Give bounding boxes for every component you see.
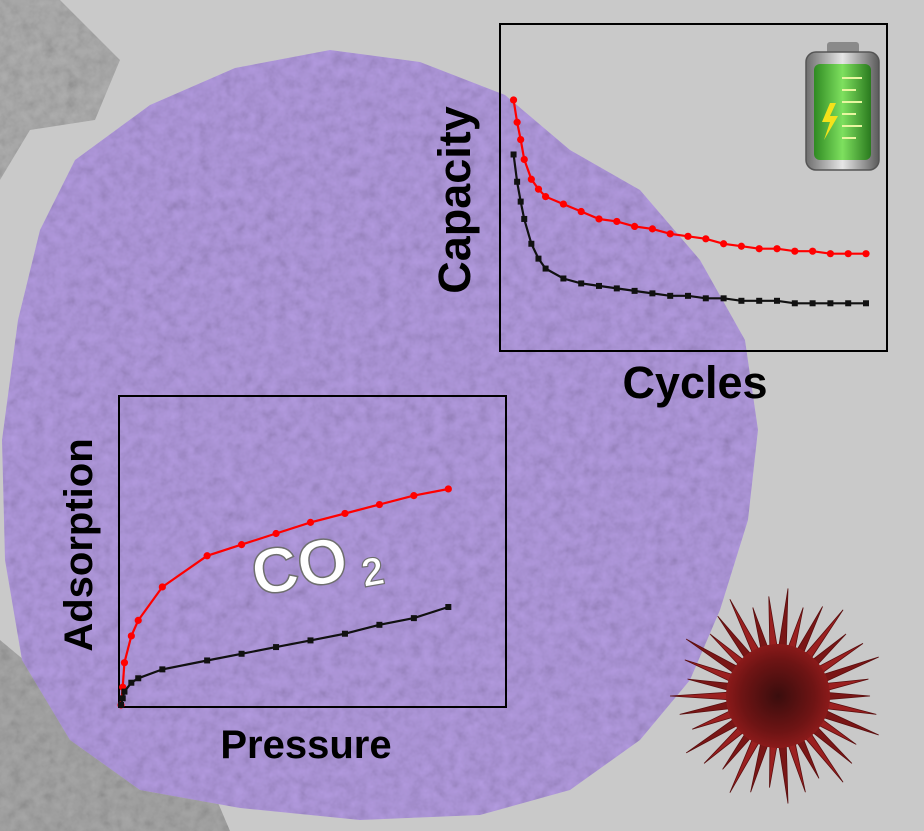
adsorption-series-1-point-8 <box>273 644 280 651</box>
capacity-chart-y-label: Capacity <box>429 106 480 294</box>
capacity-series-1-point-14 <box>685 292 691 299</box>
adsorption-series-0-point-13 <box>444 485 452 493</box>
capacity-series-0-point-15 <box>702 235 710 243</box>
capacity-series-0-point-16 <box>720 240 728 248</box>
adsorption-chart-y-label: Adsorption <box>57 438 101 651</box>
capacity-series-1-point-15 <box>702 295 709 302</box>
capacity-series-1-point-23 <box>845 300 852 307</box>
capacity-series-0-point-23 <box>844 250 852 258</box>
capacity-series-1-point-16 <box>720 295 727 302</box>
adsorption-series-1-point-12 <box>410 615 417 622</box>
capacity-series-0-point-3 <box>520 155 528 164</box>
capacity-series-0-point-18 <box>755 245 763 253</box>
capacity-series-1-point-7 <box>560 275 567 282</box>
adsorption-series-1-point-0 <box>118 702 124 708</box>
capacity-series-1-point-8 <box>578 280 585 287</box>
adsorption-series-0-point-7 <box>237 541 246 549</box>
capacity-series-1-point-5 <box>535 255 542 262</box>
capacity-series-1-point-1 <box>514 178 521 185</box>
adsorption-series-0-point-3 <box>127 632 135 640</box>
adsorption-series-1-point-13 <box>445 604 452 610</box>
capacity-series-1-point-9 <box>596 282 602 289</box>
capacity-series-0-point-0 <box>509 96 518 104</box>
top-left-grain <box>0 0 120 180</box>
adsorption-series-1-point-7 <box>238 650 245 657</box>
capacity-series-1-point-13 <box>667 292 674 299</box>
adsorption-series-1-point-4 <box>135 675 142 682</box>
capacity-series-0-point-8 <box>577 207 585 216</box>
co2-molecule-label: CO 2 <box>245 521 388 610</box>
capacity-series-0-point-2 <box>517 136 525 144</box>
adsorption-plot-area <box>117 485 452 709</box>
adsorption-chart-x-label: Pressure <box>220 723 391 767</box>
adsorption-series-0-point-10 <box>341 509 349 518</box>
capacity-series-1-point-0 <box>510 151 517 158</box>
capacity-series-0-point-6 <box>542 193 550 201</box>
adsorption-chart-frame <box>118 395 507 708</box>
capacity-series-0-point-4 <box>527 175 535 183</box>
adsorption-series-0-point-9 <box>306 518 315 526</box>
capacity-series-1-point-20 <box>791 300 798 307</box>
urchin-core <box>726 644 830 748</box>
adsorption-series-1-point-2 <box>121 688 128 695</box>
capacity-series-0-point-10 <box>613 217 621 226</box>
adsorption-series-1-point-10 <box>341 630 348 637</box>
porous-particle <box>2 50 758 820</box>
capacity-series-1-point-22 <box>827 300 834 307</box>
adsorption-series-0-line <box>119 487 449 706</box>
capacity-series-1-point-19 <box>774 297 780 304</box>
capacity-series-0-point-7 <box>559 200 568 208</box>
adsorption-series-0-point-8 <box>272 529 280 538</box>
capacity-plot-area <box>509 96 870 307</box>
capacity-series-1-point-21 <box>809 300 816 307</box>
capacity-series-1-point-2 <box>517 198 524 205</box>
capacity-series-0-point-24 <box>862 250 870 258</box>
capacity-series-1-point-10 <box>613 285 620 292</box>
adsorption-series-1-point-5 <box>159 666 166 673</box>
adsorption-series-0-point-12 <box>410 492 418 500</box>
capacity-series-1-point-6 <box>542 265 549 272</box>
capacity-series-1-point-24 <box>863 300 869 307</box>
co2-main-text: CO <box>246 522 353 610</box>
adsorption-series-1-point-11 <box>376 621 383 628</box>
capacity-series-1-point-3 <box>521 215 528 222</box>
capacity-series-0-point-17 <box>737 242 746 250</box>
capacity-series-1-point-4 <box>528 240 535 247</box>
adsorption-series-1-point-3 <box>128 679 135 686</box>
capacity-series-0-point-13 <box>666 230 674 238</box>
capacity-series-0-point-11 <box>631 222 639 230</box>
capacity-chart-x-label: Cycles <box>622 357 767 408</box>
capacity-series-1-point-12 <box>649 290 656 297</box>
adsorption-series-1-point-9 <box>307 637 314 644</box>
capacity-series-0-point-5 <box>534 185 543 193</box>
adsorption-series-0-point-4 <box>134 616 142 624</box>
capacity-series-0-point-20 <box>791 247 799 255</box>
capacity-series-0-point-19 <box>773 245 781 253</box>
capacity-series-0-point-12 <box>648 225 657 233</box>
adsorption-series-0-point-5 <box>158 583 166 591</box>
urchin-nanoparticle-icon <box>669 588 879 804</box>
capacity-series-0-point-9 <box>595 215 603 223</box>
capacity-series-0-point-21 <box>809 247 817 255</box>
capacity-series-0-point-22 <box>826 250 835 258</box>
capacity-series-1-point-17 <box>738 297 745 304</box>
capacity-series-1-point-11 <box>631 287 638 294</box>
capacity-series-0-point-1 <box>513 118 521 126</box>
capacity-series-0-point-14 <box>684 232 692 240</box>
adsorption-series-1-point-6 <box>204 657 211 664</box>
adsorption-series-0-point-6 <box>203 552 211 560</box>
capacity-chart-frame <box>499 23 888 352</box>
adsorption-series-1-point-1 <box>119 695 126 702</box>
capacity-series-1-point-18 <box>756 297 763 304</box>
battery-icon <box>805 42 880 171</box>
adsorption-series-0-point-2 <box>120 659 129 667</box>
adsorption-series-0-point-11 <box>375 500 384 509</box>
